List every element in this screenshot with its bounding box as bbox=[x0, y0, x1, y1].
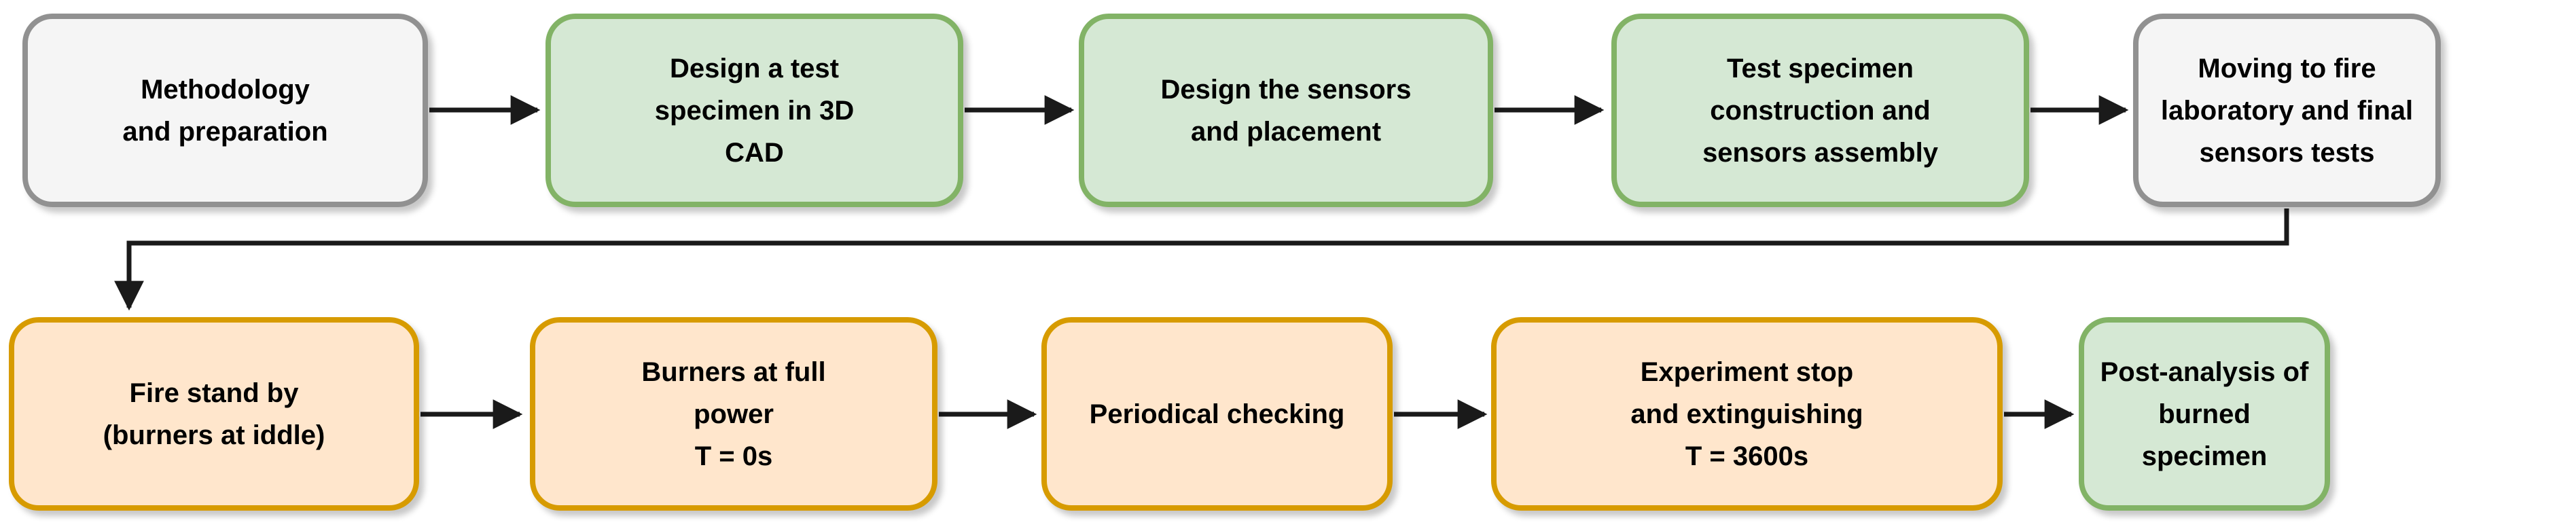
flow-step-moving-to-fire-laboratory-final-tests: Moving to fire laboratory and final sens… bbox=[2133, 14, 2441, 207]
flow-step-post-analysis-of-burned-specimen: Post-analysis of burned specimen bbox=[2079, 317, 2330, 511]
flow-step-test-specimen-construction-sensors-assembly: Test specimen construction and sensors a… bbox=[1611, 14, 2029, 207]
flow-step-periodical-checking: Periodical checking bbox=[1041, 317, 1393, 511]
flow-step-design-sensors-and-placement: Design the sensors and placement bbox=[1079, 14, 1493, 207]
flow-step-experiment-stop-and-extinguishing: Experiment stop and extinguishing T = 36… bbox=[1491, 317, 2003, 511]
connector-moving-to-fire-stand-by-elbow bbox=[114, 208, 2289, 311]
flow-step-burners-at-full-power: Burners at full power T = 0s bbox=[530, 317, 937, 511]
flow-step-fire-stand-by: Fire stand by (burners at iddle) bbox=[9, 317, 419, 511]
flow-step-methodology-and-preparation: Methodology and preparation bbox=[22, 14, 428, 207]
flow-step-design-test-specimen-3d-cad: Design a test specimen in 3D CAD bbox=[545, 14, 963, 207]
